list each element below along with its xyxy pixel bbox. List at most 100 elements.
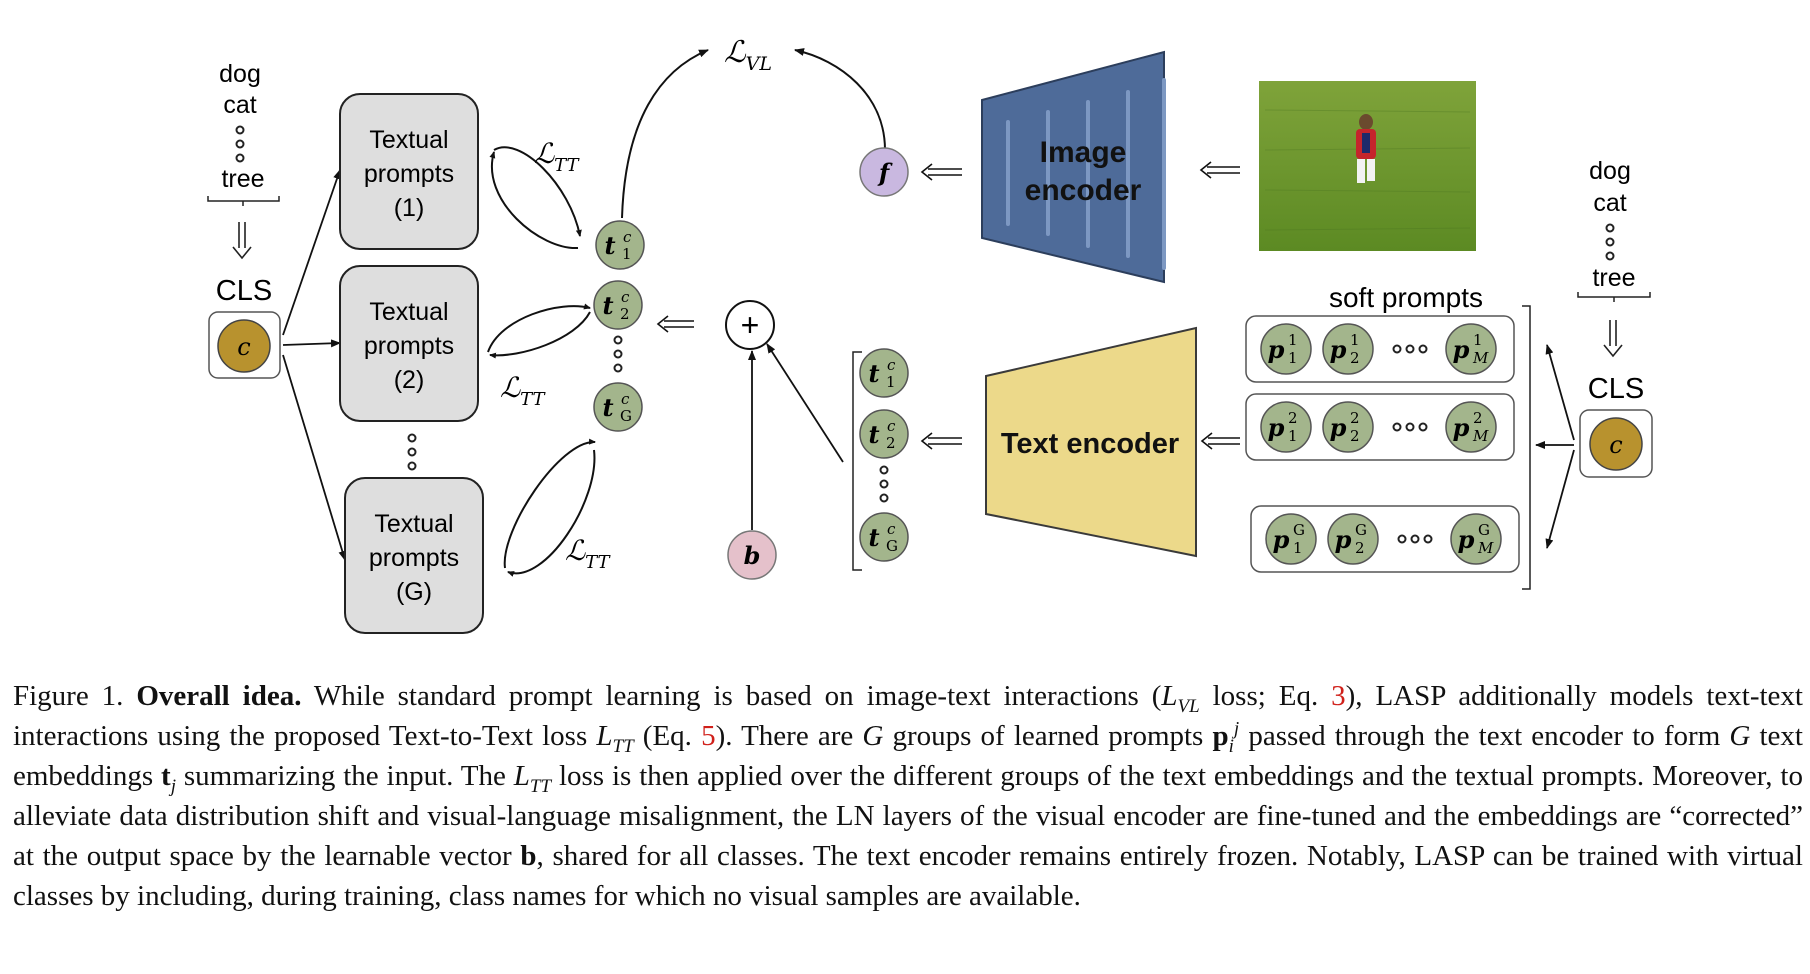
soft-prompt-superscript: G <box>1355 521 1367 539</box>
caption-bold-title: Overall idea. <box>136 680 302 712</box>
right-cls-group: CLS c <box>1579 373 1653 478</box>
left-down-double-arrow <box>232 222 252 260</box>
left-cls-label: CLS <box>216 275 272 307</box>
svg-text:c: c <box>887 417 896 435</box>
left-class-dog: dog <box>219 60 261 88</box>
svg-text:c: c <box>621 390 630 408</box>
svg-text:t: t <box>602 393 613 422</box>
ltt-loop-2 <box>487 303 591 359</box>
prompt-box-G: Textual prompts (G) <box>344 477 484 634</box>
right-class-brace <box>1577 292 1651 302</box>
cls-to-prompts-arrows <box>282 169 347 561</box>
image-encoder-line1: Image <box>1040 136 1127 169</box>
prompt-box-G-line1: Textual <box>374 510 453 538</box>
caption-ref-eq3[interactable]: 3 <box>1331 680 1346 712</box>
svg-text:p: p <box>1330 335 1347 364</box>
soft-prompt-subscript: 2 <box>1355 539 1365 557</box>
soft-prompt-subscript: 1 <box>1293 539 1303 557</box>
image-encoder-line2: encoder <box>1025 174 1142 207</box>
photo-to-image-encoder-arrow <box>1199 161 1240 179</box>
soft-prompt-superscript: 2 <box>1288 409 1298 427</box>
input-image-photo <box>1259 81 1476 251</box>
svg-text:t: t <box>602 291 613 320</box>
svg-text:t: t <box>604 231 615 260</box>
svg-text:p: p <box>1268 413 1285 442</box>
left-cls-group: CLS c <box>208 275 281 379</box>
soft-prompt-subscript: 1 <box>1288 349 1298 367</box>
soft-prompt-subscript: M <box>1477 539 1494 557</box>
right-class-dog: dog <box>1589 157 1631 185</box>
prompt-box-2-line1: Textual <box>369 298 448 326</box>
text-encoder-output-arrow <box>920 432 962 450</box>
svg-text:c: c <box>887 520 896 538</box>
svg-text:G: G <box>620 407 632 425</box>
prompt-box-1-line3: (1) <box>394 194 425 222</box>
svg-text:1: 1 <box>886 373 896 391</box>
prompt-box-G-line2: prompts <box>369 544 459 572</box>
ltt-loop-G <box>503 438 596 577</box>
caption-ref-eq5[interactable]: 5 <box>701 720 716 752</box>
svg-text:2: 2 <box>620 305 630 323</box>
prompt-box-G-line3: (G) <box>396 578 432 606</box>
text-embedding-t2: t c 2 <box>859 409 909 459</box>
svg-text:1: 1 <box>622 245 632 263</box>
corrected-embedding-dots <box>613 335 623 373</box>
prompt-box-vertical-dots <box>407 433 417 471</box>
lvl-label: ℒVL <box>724 35 772 75</box>
text-encoder: Text encoder <box>985 326 1197 558</box>
soft-prompt-subscript: M <box>1472 349 1489 367</box>
left-cls-token <box>217 319 271 373</box>
svg-text:c: c <box>621 288 630 306</box>
soft-prompt-subscript: 2 <box>1350 349 1360 367</box>
corrected-embeddings-column: c t c 1 t c 2 t c G <box>593 220 645 432</box>
corrected-embedding-tG: t c G <box>593 382 643 432</box>
svg-text:t: t <box>868 359 879 388</box>
ltt-label-1: ℒTT <box>534 137 581 176</box>
image-encoder-to-f-arrow <box>920 163 962 181</box>
corrected-embedding-t1: c t c 1 <box>595 220 645 270</box>
right-down-double-arrow <box>1603 320 1623 358</box>
right-class-list: dog cat tree <box>1577 157 1651 358</box>
soft-prompt-superscript: 2 <box>1473 409 1483 427</box>
soft-prompt-row-dots <box>1392 422 1428 432</box>
prompt-box-2-line2: prompts <box>364 332 454 360</box>
left-class-tree: tree <box>221 165 264 193</box>
svg-text:c: c <box>887 356 896 374</box>
ltt-loop-1 <box>489 146 582 250</box>
svg-text:c: c <box>623 228 632 246</box>
left-class-ellipsis-dots <box>235 125 245 163</box>
left-class-cat: cat <box>223 91 256 119</box>
ltt-label-G: ℒTT <box>565 534 612 573</box>
soft-prompt-superscript: G <box>1293 521 1305 539</box>
left-class-list: dog cat tree <box>207 60 280 260</box>
soft-prompt-subscript: 1 <box>1288 427 1298 445</box>
prompt-box-2-line3: (2) <box>394 366 425 394</box>
text-embeddings-to-plus-arrow <box>766 343 844 463</box>
soft-prompt-superscript: 1 <box>1473 331 1483 349</box>
svg-text:G: G <box>886 537 898 555</box>
svg-text:t: t <box>868 420 879 449</box>
soft-prompts-to-text-encoder-arrow <box>1200 432 1240 450</box>
right-cls-label: CLS <box>1588 373 1644 405</box>
right-cls-token <box>1589 417 1643 471</box>
prompt-box-1-line1: Textual <box>369 126 448 154</box>
soft-prompt-superscript: 1 <box>1288 331 1298 349</box>
caption-figure-label: Figure 1. <box>13 680 124 712</box>
right-class-cat: cat <box>1593 189 1626 217</box>
right-class-ellipsis-dots <box>1605 223 1615 261</box>
soft-prompt-subscript: M <box>1472 427 1489 445</box>
svg-text:p: p <box>1335 525 1352 554</box>
svg-text:+: + <box>741 307 760 343</box>
soft-prompt-row-dots <box>1397 534 1433 544</box>
